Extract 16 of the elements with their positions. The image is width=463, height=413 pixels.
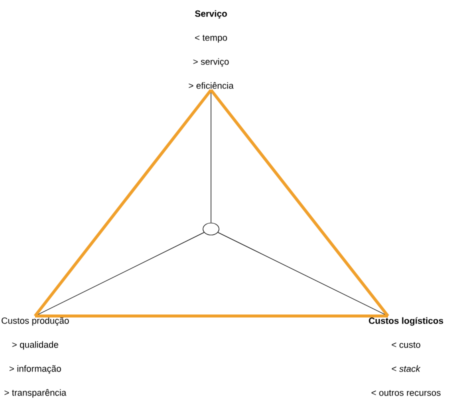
heading: Custos produção <box>2 317 69 326</box>
list-item: < tempo <box>195 34 227 43</box>
list-item: < custo <box>392 342 420 348</box>
triangle-side <box>34 89 212 317</box>
list-item: > transparência <box>4 389 66 398</box>
triangle-side <box>35 314 388 318</box>
list-item: > serviço <box>193 58 229 67</box>
list-item: < stack <box>392 365 421 372</box>
list-item: > informação <box>10 365 61 374</box>
list-item: < outros recursos <box>372 390 441 396</box>
circle-junction <box>202 222 220 236</box>
heading: Serviço <box>195 10 227 19</box>
list-item: > eficiência <box>188 82 234 89</box>
list-item: > qualidade <box>12 341 58 350</box>
heading: Custos logísticos <box>368 317 444 326</box>
triangle-side <box>210 89 390 317</box>
